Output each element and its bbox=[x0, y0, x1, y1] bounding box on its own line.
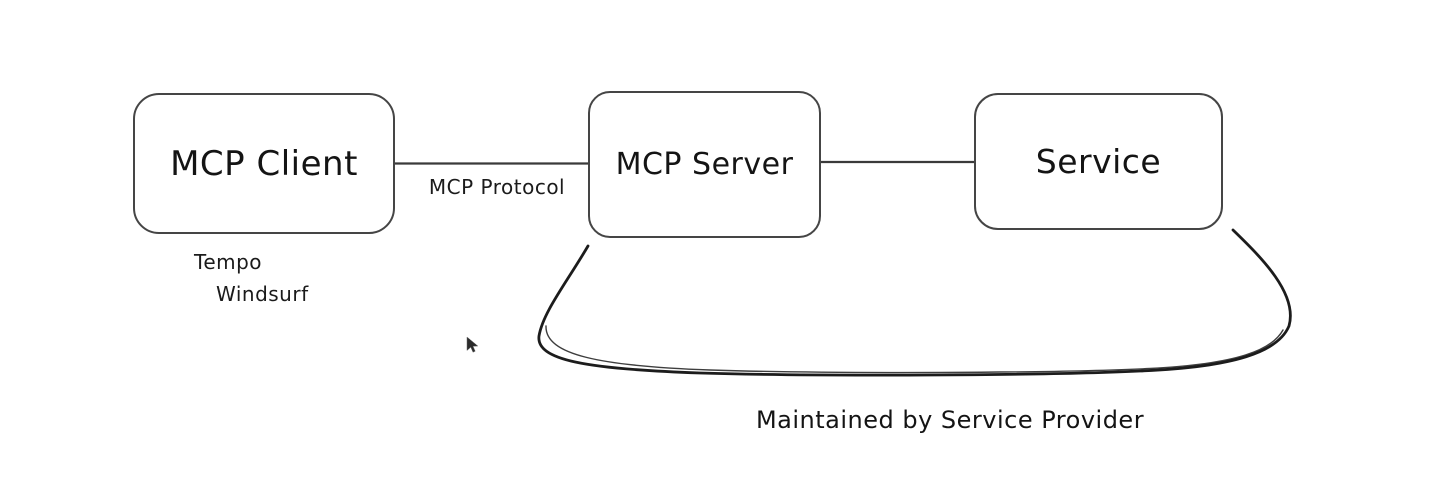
note-windsurf[interactable]: Windsurf bbox=[216, 282, 309, 306]
brace-curve[interactable] bbox=[537, 228, 1292, 377]
brace-caption[interactable]: Maintained by Service Provider bbox=[755, 406, 1145, 434]
service-label: Service bbox=[1035, 142, 1162, 181]
shape-service[interactable]: Service bbox=[974, 93, 1223, 230]
note-tempo[interactable]: Tempo bbox=[194, 250, 263, 274]
mcp-client-label: MCP Client bbox=[170, 143, 358, 184]
shape-mcp-client[interactable]: MCP Client bbox=[133, 93, 395, 234]
mcp-server-label: MCP Server bbox=[615, 147, 794, 182]
shape-mcp-server[interactable]: MCP Server bbox=[588, 91, 821, 238]
brace-curve-sketch-stroke bbox=[545, 325, 1284, 374]
mouse-cursor-icon bbox=[466, 336, 479, 353]
mcp-protocol-label[interactable]: MCP Protocol bbox=[428, 175, 566, 199]
